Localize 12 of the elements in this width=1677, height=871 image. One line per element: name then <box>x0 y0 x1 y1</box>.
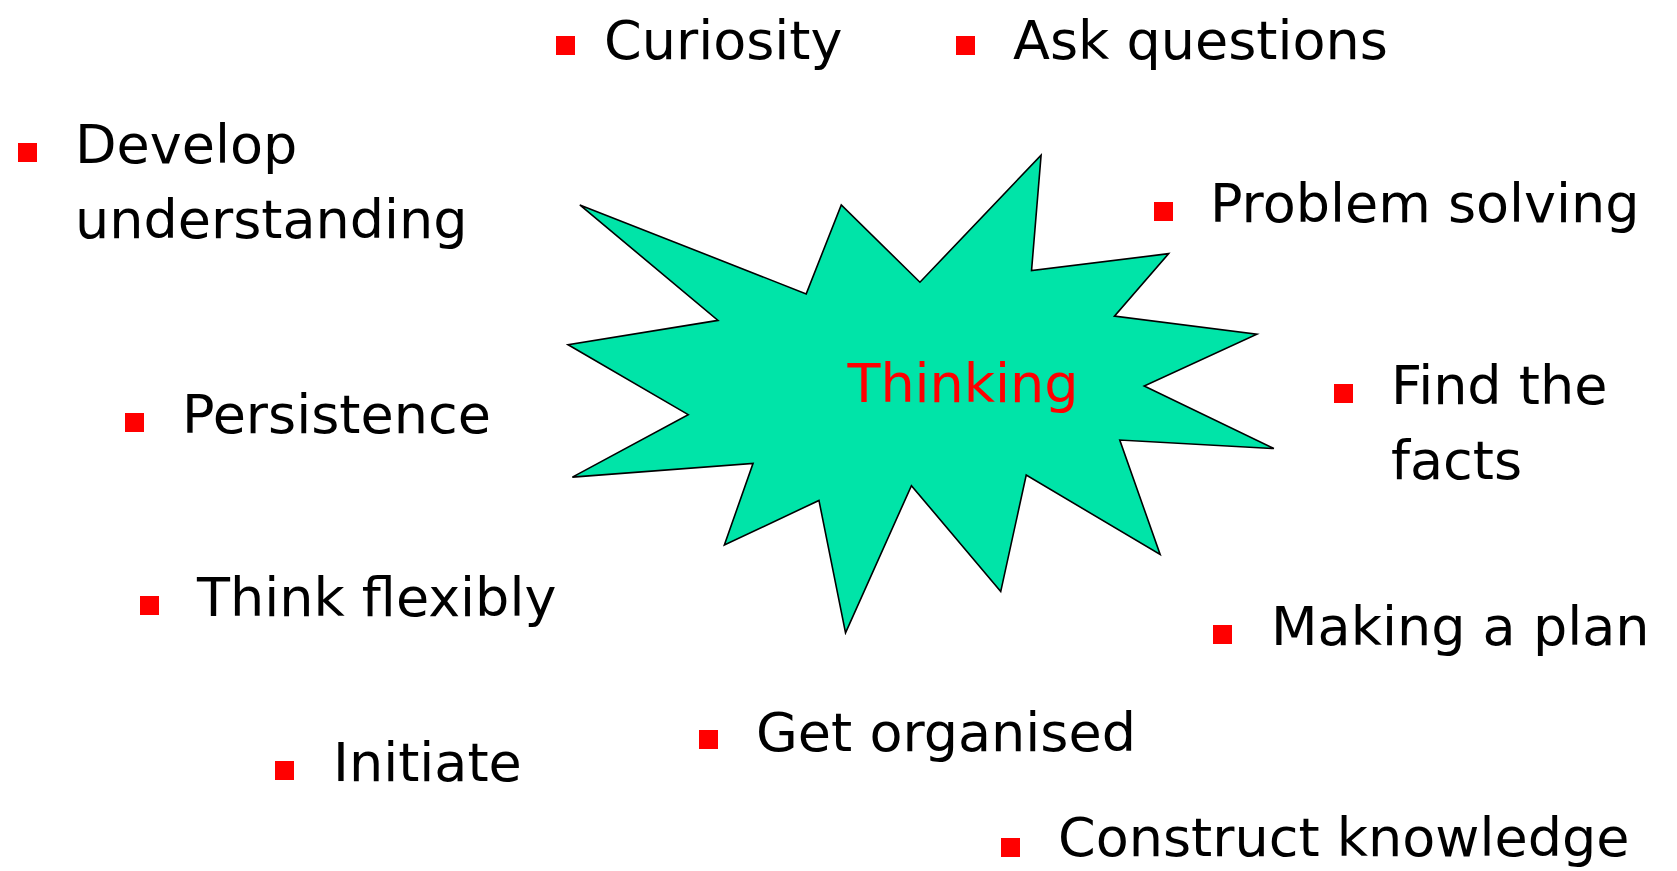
list-item-text: Get organised <box>756 700 1136 766</box>
list-item-text: Ask questions <box>1013 8 1388 74</box>
list-item-text: Curiosity <box>604 8 843 74</box>
list-item-text: Initiate <box>333 730 522 796</box>
list-item-text: Making a plan <box>1271 594 1650 660</box>
list-item-text: Problem solving <box>1210 171 1640 237</box>
list-item-text: Develop understanding <box>75 112 469 253</box>
list-item-text: Persistence <box>182 382 491 448</box>
center-label: Thinking <box>847 350 1079 417</box>
list-item-text: Think flexibly <box>197 565 557 631</box>
list-item-text: Construct knowledge <box>1058 805 1630 871</box>
list-item-text: Find the facts <box>1391 353 1609 494</box>
